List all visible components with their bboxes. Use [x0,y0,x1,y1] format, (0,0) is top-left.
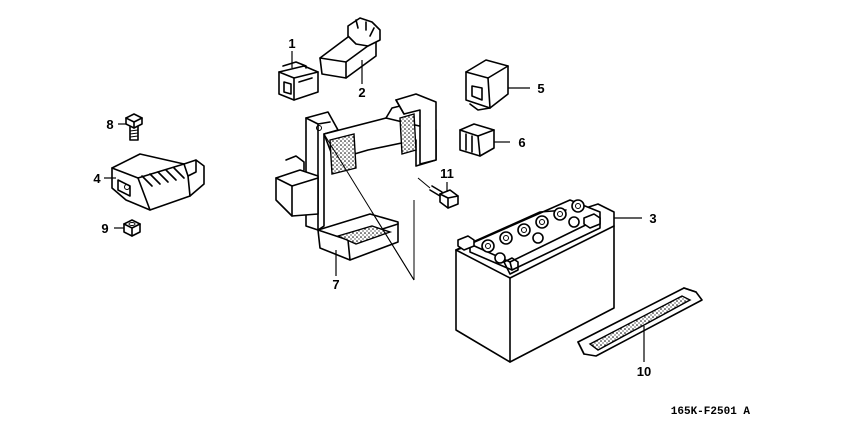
callout-8: 8 [106,117,113,132]
callout-11: 11 [440,166,454,181]
part-5-relay [465,59,509,111]
part-10-strap [577,287,703,357]
callout-1: 1 [288,36,295,51]
callout-5: 5 [537,81,544,96]
part-6-mount [459,123,495,157]
reference-code: 165K-F2501 A [671,406,751,418]
part-7-bracket [275,93,437,281]
part-9-nut [123,219,141,237]
part-3-battery [455,199,615,363]
callout-2: 2 [358,85,365,100]
callout-9: 9 [101,221,108,236]
callout-3: 3 [649,211,656,226]
part-1-connector [278,61,319,101]
callout-6: 6 [518,135,525,150]
part-4-regulator [111,153,205,211]
part-8-bolt [125,113,143,141]
callout-4: 4 [93,171,101,186]
part-11-bolt [417,177,459,209]
callout-10: 10 [637,364,651,379]
part-2-cover [319,17,381,79]
callout-7: 7 [332,277,339,292]
